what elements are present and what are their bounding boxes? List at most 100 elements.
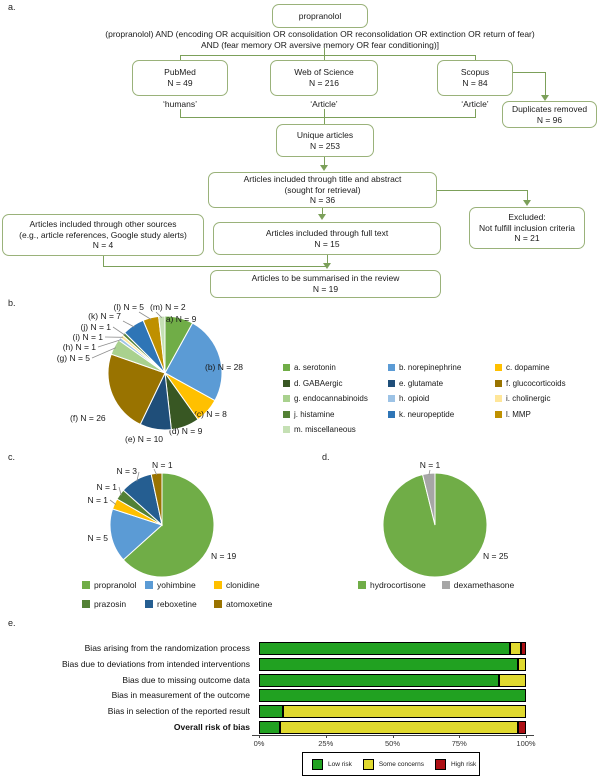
flow-connector — [324, 48, 325, 55]
legend-label: clonidine — [226, 580, 260, 590]
legend-swatch-icon — [495, 379, 502, 387]
legend-item-i-cholinergic: i. cholinergic — [495, 391, 566, 407]
bar-segment-some-concerns — [280, 721, 518, 734]
scopus-box: Scopus N = 84 — [437, 60, 513, 96]
scopus-count: N = 84 — [462, 78, 488, 88]
pie-slice-label: N = 19 — [211, 551, 237, 561]
flow-connector — [324, 55, 325, 60]
arrow-down-icon — [323, 263, 331, 269]
flow-connector — [475, 109, 476, 117]
pie-slice-label: N = 1 — [152, 460, 173, 470]
x-axis-tick-label: 75% — [451, 739, 467, 748]
label-leader-line — [112, 326, 126, 336]
pubmed-name: PubMed — [164, 67, 196, 78]
x-axis-tick-label: 100% — [516, 739, 536, 748]
bar-category-label: Bias arising from the randomization proc… — [84, 643, 250, 653]
flow-connector — [475, 55, 476, 60]
legend-label: l. MMP — [506, 409, 531, 419]
legend-label: a. serotonin — [294, 363, 336, 373]
legend-item-f-glucocorticoids: f. glucocorticoids — [495, 376, 566, 392]
legend-cell: yohimbine — [145, 580, 196, 590]
other-sources-count: N = 4 — [92, 240, 114, 251]
label-leader-line — [155, 311, 163, 319]
legend-swatch-icon — [495, 364, 502, 372]
legend-swatch-icon — [283, 410, 290, 418]
summarised-text: Articles to be summarised in the review — [251, 273, 400, 284]
legend-label: prazosin — [94, 599, 127, 609]
web-of-science-box: Web of Science N = 216 — [270, 60, 378, 96]
legend-swatch-icon — [495, 395, 502, 403]
legend-label: hydrocortisone — [370, 580, 426, 590]
stacked-bar — [259, 642, 526, 655]
label-leader-line — [91, 347, 117, 359]
pubmed-box: PubMed N = 49 — [132, 60, 228, 96]
legend-swatch-icon — [145, 600, 153, 608]
pie-slice-label: (b) N = 28 — [205, 362, 243, 372]
pie-slice-dexamethasone — [421, 472, 436, 526]
search-query: (propranolol) AND (encoding OR acquisiti… — [105, 29, 535, 51]
legend-swatch-icon — [214, 581, 222, 589]
legend-swatch-icon — [441, 581, 450, 589]
flow-connector — [180, 109, 181, 117]
x-axis-tick — [259, 735, 260, 738]
legend-item-k-neuropeptide: k. neuropeptide — [388, 407, 461, 423]
label-leader-line — [97, 339, 121, 348]
x-axis-tick-label: 25% — [318, 739, 334, 748]
legend-cell: reboxetine — [145, 599, 197, 609]
pie-slice-label: (e) N = 10 — [125, 434, 163, 444]
legend-label: Low risk — [328, 760, 352, 768]
legend-swatch-icon — [388, 364, 395, 372]
bar-category-label: Bias due to deviations from intended int… — [61, 658, 250, 669]
title-abstract-box: Articles included through title and abst… — [208, 172, 437, 208]
legend-label: propranolol — [94, 580, 137, 590]
bar-segment-some-concerns — [509, 642, 521, 655]
arrow-down-icon — [320, 165, 328, 171]
legend-cell: propranolol — [82, 580, 137, 590]
legend-item-hydrocortisone: hydrocortisone — [358, 580, 426, 590]
legend-item-g-endocannabinoids: g. endocannabinoids — [283, 391, 368, 407]
pie-slice-label: (k) N = 7 — [88, 311, 121, 321]
title-abstract-text: Articles included through title and abst… — [243, 174, 402, 185]
pie-slice-label: (c) N = 8 — [194, 409, 227, 419]
legend-item-m-miscellaneous: m. miscellaneous — [283, 422, 368, 438]
legend-swatch-icon — [495, 410, 502, 418]
bar-segment-some-concerns — [499, 673, 526, 687]
legend-label: g. endocannabinoids — [294, 394, 368, 404]
bar-segment-low-risk — [259, 705, 284, 719]
pie-d-legend: hydrocortisone dexamethasone — [358, 580, 514, 590]
legend-label: i. cholinergic — [506, 394, 551, 404]
legend-label: yohimbine — [157, 580, 196, 590]
panel-label-d: d. — [322, 452, 330, 462]
bar-segment-low-risk — [259, 657, 518, 671]
wos-count: N = 216 — [308, 78, 339, 88]
label-leader-line — [136, 471, 140, 482]
pie-slice-label: (i) N = 1 — [73, 332, 104, 342]
full-text-count: N = 15 — [314, 238, 340, 249]
unique-count: N = 253 — [309, 140, 340, 151]
legend-item-dexamethasone: dexamethasone — [441, 580, 514, 590]
legend-label: j. histamine — [294, 409, 335, 419]
legend-label: d. GABAergic — [294, 378, 343, 388]
legend-label: f. glucocorticoids — [506, 378, 566, 388]
bar-segment-some-concerns — [517, 657, 526, 671]
pie-slice-label: N = 1 — [96, 482, 117, 492]
flow-connector — [324, 157, 325, 166]
legend-swatch-icon — [362, 758, 374, 770]
bar-segment-low-risk — [259, 642, 510, 655]
arrow-down-icon — [318, 214, 326, 220]
legend-item-clonidine: clonidine — [214, 580, 260, 590]
bar-segment-low-risk — [259, 721, 281, 734]
bar-category-label: Bias in measurement of the outcome — [111, 690, 250, 701]
legend-label: b. norepinephrine — [399, 363, 462, 373]
flow-connector — [527, 190, 528, 201]
excluded-count: N = 21 — [514, 233, 540, 244]
summarised-box: Articles to be summarised in the review … — [210, 270, 441, 298]
wos-name: Web of Science — [294, 67, 354, 78]
legend-item-b-norepinephrine: b. norepinephrine — [388, 360, 461, 376]
legend-column: a. serotonin d. GABAergic g. endocannabino… — [283, 360, 368, 438]
x-axis-tick-label: 0% — [253, 739, 265, 748]
flow-connector — [103, 266, 327, 267]
